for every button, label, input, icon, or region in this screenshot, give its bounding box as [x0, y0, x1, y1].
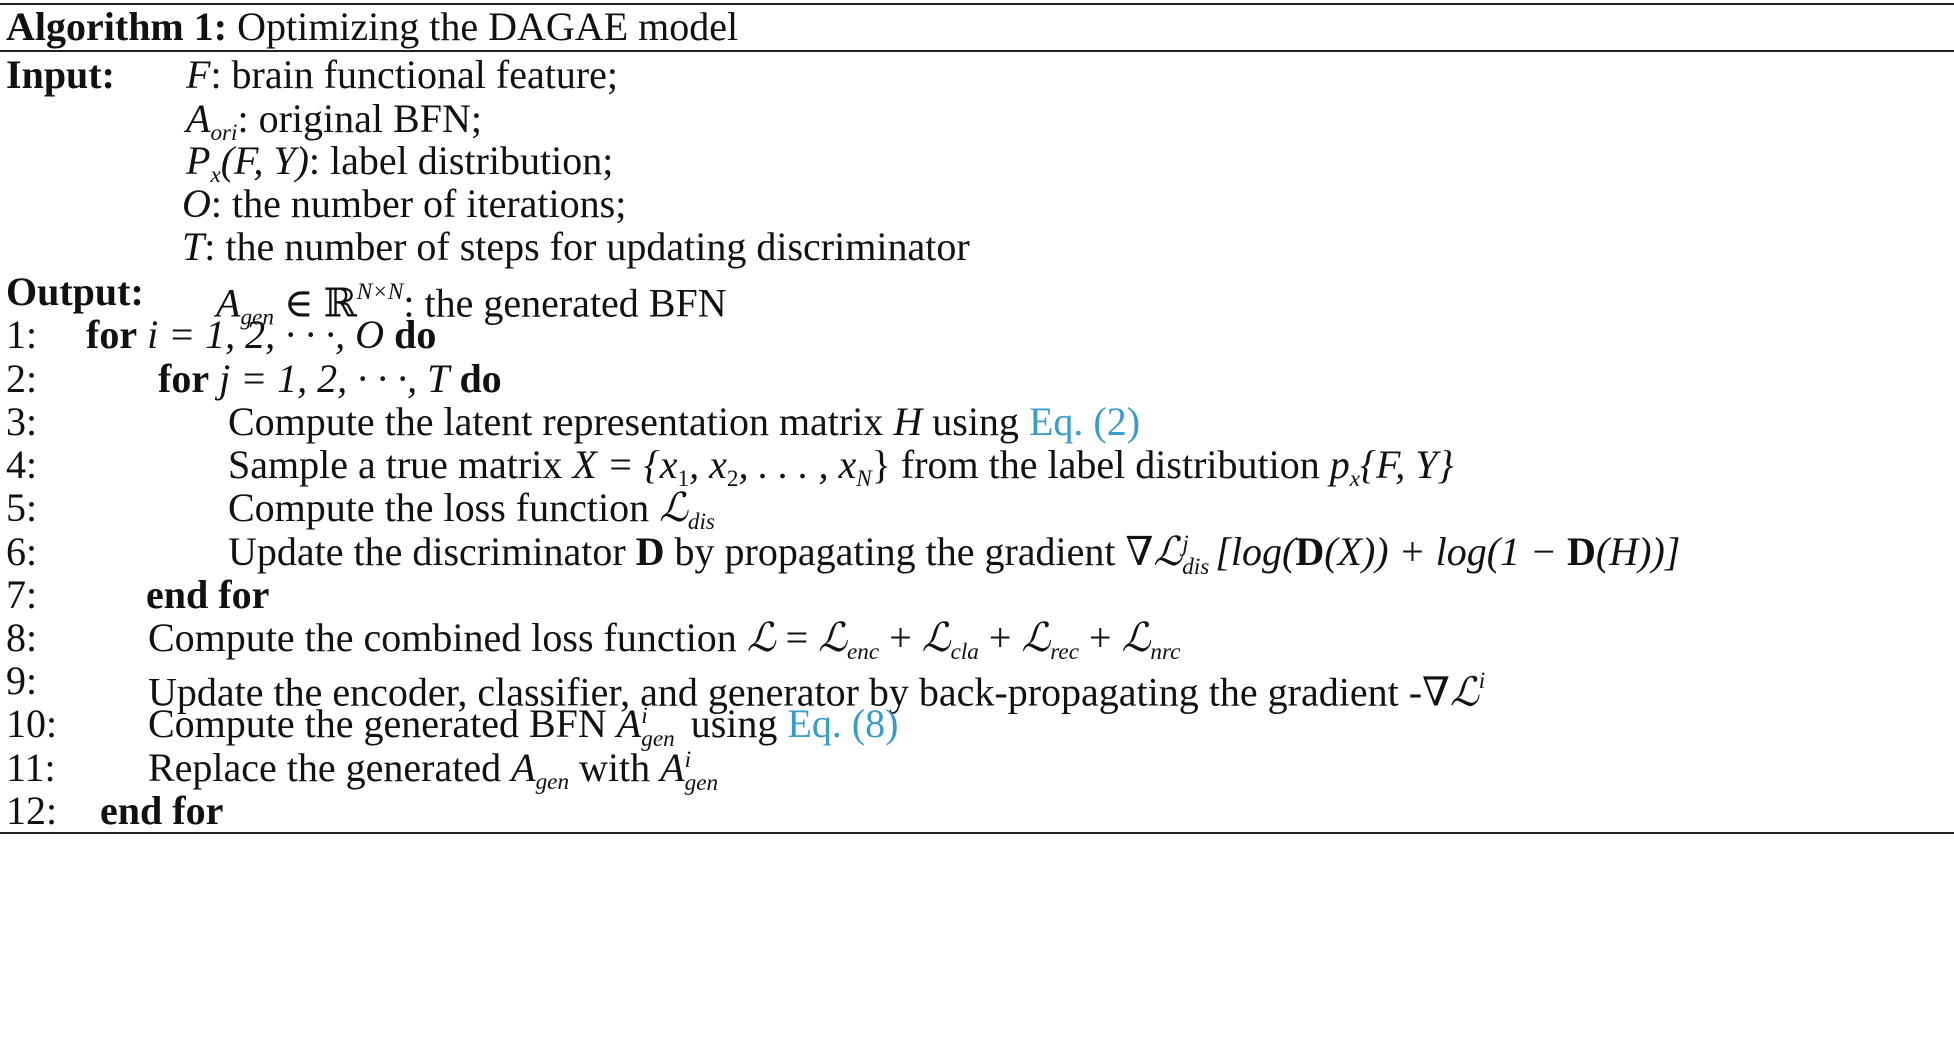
step-number: 4:: [6, 442, 38, 487]
step-number: 12:: [6, 788, 58, 833]
output-item: Agen ∈ ℝN×N: the generated BFN: [216, 279, 727, 331]
input-label: Input:: [6, 52, 115, 97]
algorithm-label: Algorithm 1:: [6, 4, 228, 49]
input-item-5: T: the number of steps for updating disc…: [182, 224, 970, 269]
input-item-3: Px(F, Y): label distribution;: [186, 138, 614, 189]
step-number: 11:: [6, 745, 56, 790]
eq-8-link[interactable]: Eq. (8): [787, 701, 899, 746]
step-number: 5:: [6, 485, 38, 530]
input-item-4: O: the number of iterations;: [182, 181, 627, 226]
bottom-rule: [0, 832, 1954, 834]
step-number: 10:: [6, 701, 58, 746]
step-number: 6:: [6, 529, 38, 574]
step-number: 3:: [6, 399, 38, 444]
algorithm-title: Optimizing the DAGAE model: [237, 4, 739, 49]
step-number: 7:: [6, 572, 38, 617]
step-number: 2:: [6, 356, 38, 401]
step-number: 1:: [6, 312, 38, 357]
output-label: Output:: [6, 269, 144, 314]
algorithm-header: Algorithm 1: Optimizing the DAGAE model: [6, 0, 738, 54]
input-item-2: Aori: original BFN;: [186, 96, 482, 147]
input-item-1: F: brain functional feature;: [186, 52, 619, 97]
top-rule: [0, 3, 1954, 5]
step-number: 8:: [6, 615, 38, 660]
eq-2-link[interactable]: Eq. (2): [1028, 399, 1141, 444]
header-rule: [0, 50, 1954, 52]
step-number: 9:: [6, 658, 38, 703]
